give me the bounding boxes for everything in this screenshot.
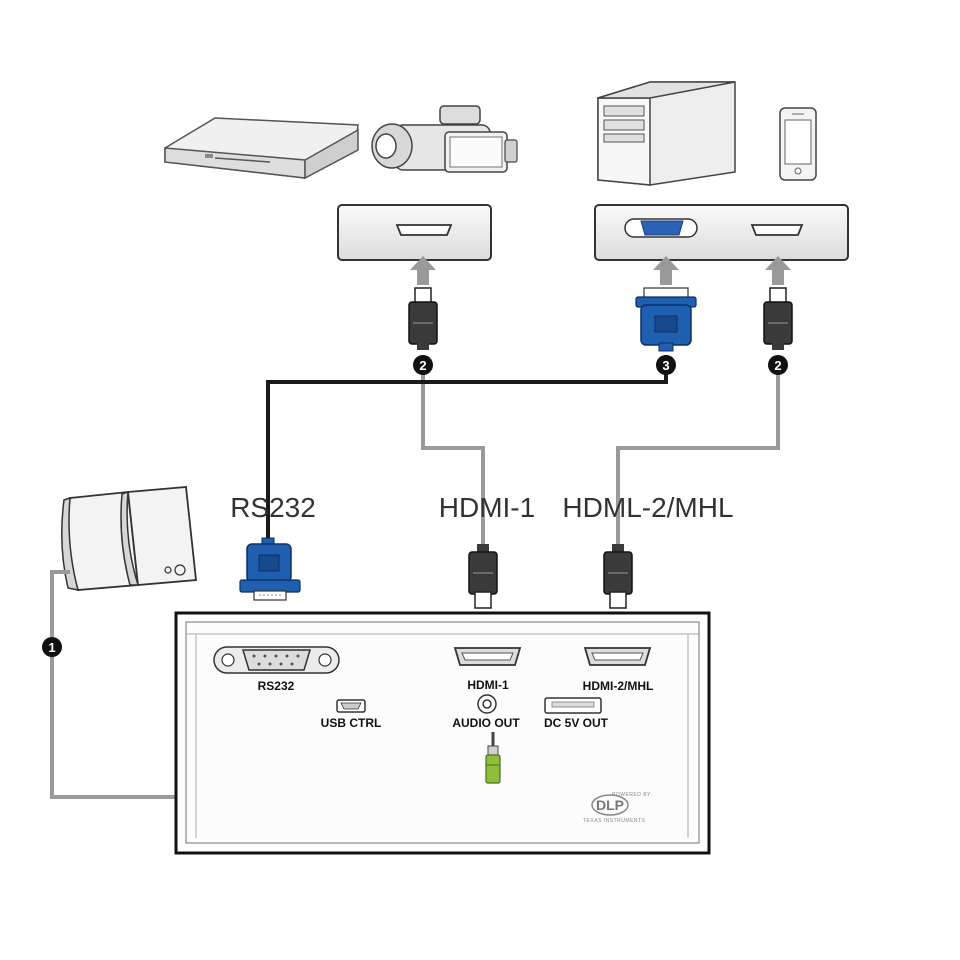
panel-audio-out-label: AUDIO OUT [452,716,520,730]
desktop-computer-icon [597,81,736,186]
hdmi2-cable-label: HDML-2/MHL [562,492,733,523]
hdmi2-cable [616,355,780,545]
svg-text:3: 3 [662,358,669,373]
dlp-logo: POWERED BY DLP TEXAS INSTRUMENTS [583,792,651,824]
svg-text:POWERED BY: POWERED BY [612,792,651,798]
badge-vga: 3 [656,355,676,375]
svg-text:2: 2 [419,358,426,373]
arrow-up-icon [653,256,679,285]
vga-plug-icon [635,287,697,352]
panel-usb-ctrl-label: USB CTRL [321,716,382,730]
source-port-panel-left [337,204,492,261]
hdmi-plug-icon [468,544,498,609]
rs232-port[interactable] [213,646,340,674]
rs232-cable-label: RS232 [230,492,316,523]
hdmi-plug-icon [763,287,793,350]
arrow-up-icon [410,256,436,285]
speakers-icon [61,486,197,591]
hdmi-plug-icon [408,287,438,350]
camcorder-icon [371,105,518,173]
badge-audio: 1 [42,637,62,657]
hdmi2-port[interactable] [583,647,652,666]
audio-jack-icon [485,732,501,784]
hdmi-plug-icon [603,544,633,609]
svg-text:DLP: DLP [596,797,624,813]
source-port-panel-right [594,204,849,261]
badge-hdmi-left: 2 [413,355,433,375]
vga-port-icon [624,218,698,238]
badge-hdmi-right: 2 [768,355,788,375]
panel-dc-out-label: DC 5V OUT [544,716,609,730]
smartphone-icon [779,107,817,181]
hdmi1-port[interactable] [453,647,522,666]
dc-5v-out-port[interactable] [544,697,602,714]
svg-text:TEXAS INSTRUMENTS: TEXAS INSTRUMENTS [583,818,646,824]
arrow-up-icon [765,256,791,285]
svg-text:1: 1 [48,640,55,655]
hdmi-port-icon [395,224,453,236]
dvd-player-icon [164,117,359,180]
audio-out-port[interactable] [477,694,497,714]
usb-ctrl-port[interactable] [336,699,366,713]
panel-hdmi2-label: HDMI-2/MHL [583,679,654,693]
svg-text:2: 2 [774,358,781,373]
panel-rs232-label: RS232 [258,679,295,693]
panel-hdmi1-label: HDMI-1 [467,678,509,692]
hdmi-port-icon [750,224,804,236]
rs232-plug-icon [239,537,301,601]
hdmi1-cable [421,355,485,545]
hdmi1-cable-label: HDMI-1 [439,492,535,523]
